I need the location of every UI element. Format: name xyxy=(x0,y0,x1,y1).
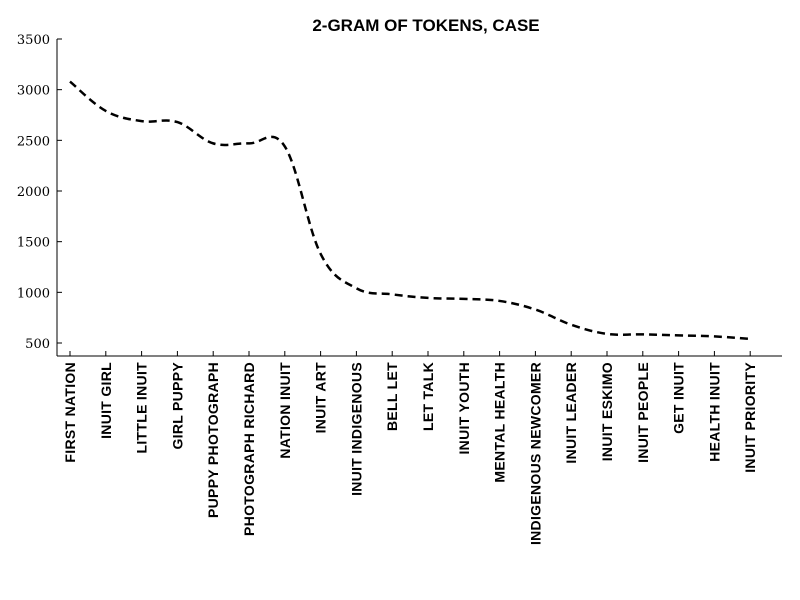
chart-title: 2-GRAM OF TOKENS, CASE xyxy=(312,16,539,35)
x-tick-label: INUIT ART xyxy=(313,362,329,434)
x-tick-label: FIRST NATION xyxy=(62,362,78,463)
x-tick-label: INUIT GIRL xyxy=(98,362,114,439)
x-tick-label: LET TALK xyxy=(420,362,436,431)
y-tick-label: 3000 xyxy=(17,84,50,99)
x-tick-label: INUIT INDIGENOUS xyxy=(348,362,364,496)
x-tick-label: HEALTH INUIT xyxy=(706,362,722,462)
x-tick-label: GIRL PUPPY xyxy=(169,362,185,450)
y-axis: 500 1000 1500 2000 2500 3000 3500 xyxy=(17,33,62,356)
x-tick-label: GET INUIT xyxy=(671,362,687,434)
x-tick-label: INUIT PRIORITY xyxy=(742,362,758,473)
y-tick-label: 1000 xyxy=(17,286,50,301)
x-tick-label: PUPPY PHOTOGRAPH xyxy=(205,362,221,518)
x-tick-label: PHOTOGRAPH RICHARD xyxy=(241,362,257,536)
y-tick-label: 3500 xyxy=(17,33,50,48)
y-tick-label: 2500 xyxy=(17,134,50,149)
x-tick-label: MENTAL HEALTH xyxy=(492,362,508,483)
x-tick-label: NATION INUIT xyxy=(277,362,293,459)
y-tick-label: 500 xyxy=(25,337,50,352)
x-tick-label: INUIT YOUTH xyxy=(456,362,472,455)
x-tick-label: BELL LET xyxy=(384,362,400,431)
x-tick-label: INUIT PEOPLE xyxy=(635,362,651,463)
x-tick-label: INDIGENOUS NEWCOMER xyxy=(527,362,543,545)
series-layer xyxy=(69,80,751,341)
x-tick-label: INUIT ESKIMO xyxy=(599,362,615,461)
series-line xyxy=(69,80,751,341)
x-tick-label: INUIT LEADER xyxy=(563,362,579,464)
y-tick-label: 1500 xyxy=(17,236,50,251)
y-tick-label: 2000 xyxy=(17,185,50,200)
x-axis: FIRST NATION INUIT GIRL LITTLE INUIT GIRL P… xyxy=(57,351,782,545)
x-tick-label: LITTLE INUIT xyxy=(134,362,150,454)
